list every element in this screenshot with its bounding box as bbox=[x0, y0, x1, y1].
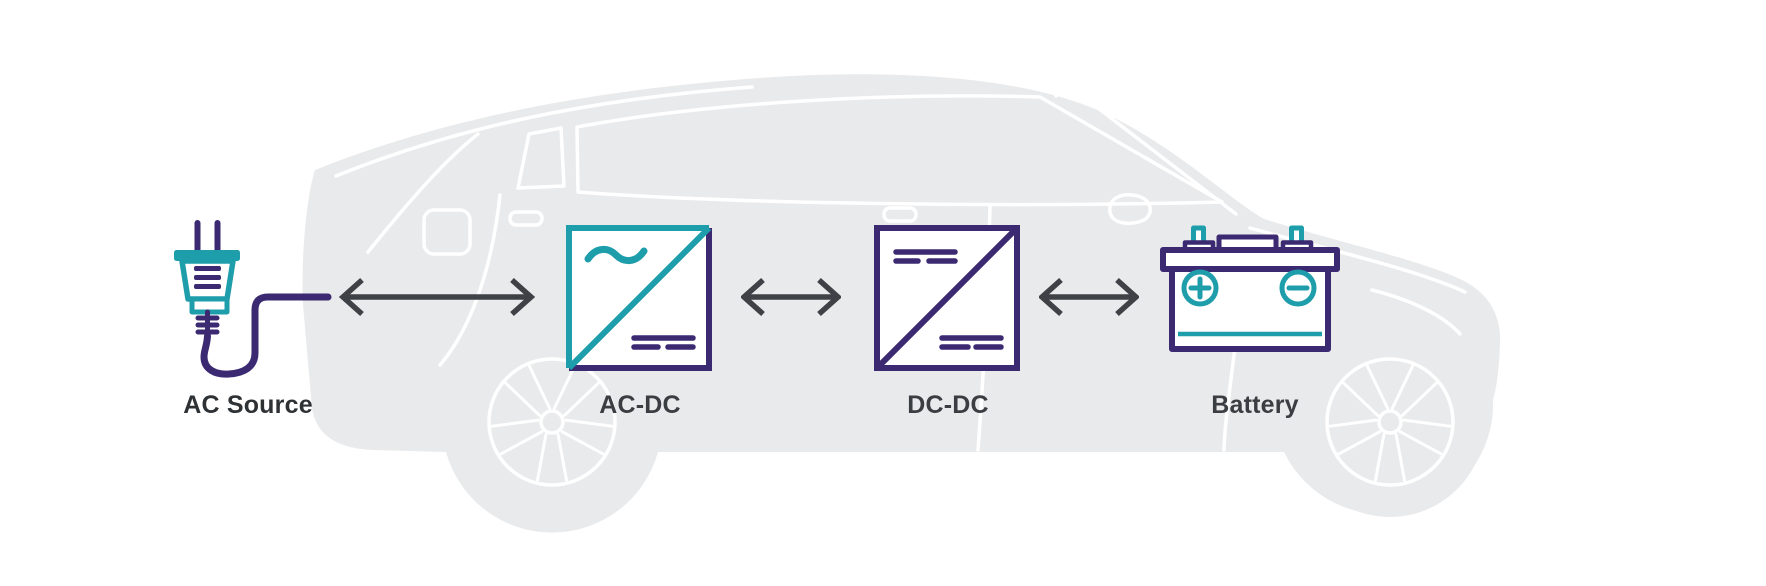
label-ac-source: AC Source bbox=[183, 391, 313, 419]
dc-symbol bbox=[631, 335, 696, 350]
ac-plug-icon bbox=[174, 220, 332, 378]
battery-minus-terminal-symbol bbox=[1279, 269, 1317, 307]
car-side-mirror bbox=[1108, 193, 1152, 226]
bidirectional-arrow-ac-dc-to-dc-dc bbox=[741, 277, 841, 317]
bidirectional-arrow-dc-dc-to-battery bbox=[1039, 277, 1139, 317]
ac-sine-wave-symbol bbox=[584, 246, 648, 264]
battery-plus-terminal-symbol bbox=[1181, 269, 1219, 307]
plug-collar bbox=[189, 296, 230, 315]
plug-cord bbox=[200, 293, 332, 378]
car-hood-crease bbox=[1248, 226, 1467, 294]
car-headlight-line bbox=[1370, 288, 1462, 336]
car-door-handle-rear bbox=[508, 210, 544, 227]
car-charge-port-door bbox=[422, 208, 472, 256]
battery-icon bbox=[1160, 225, 1340, 352]
car-a-pillar-line bbox=[1096, 106, 1238, 216]
dc-dc-box-diagonal bbox=[874, 225, 1020, 371]
label-ac-dc: AC-DC bbox=[599, 391, 681, 419]
car-roof-tick bbox=[1046, 76, 1058, 98]
car-front-wheel bbox=[1293, 325, 1487, 519]
bidirectional-arrow-ac-source-to-ac-dc bbox=[339, 277, 535, 317]
car-door-handle-front bbox=[882, 206, 918, 223]
ac-dc-box-ac-edges-and-diagonal bbox=[566, 225, 712, 371]
car-rear-glass-line bbox=[334, 85, 754, 178]
label-dc-dc: DC-DC bbox=[907, 391, 989, 419]
car-rear-quarter-window bbox=[516, 126, 566, 190]
car-hatch-seam-line bbox=[366, 132, 480, 254]
dc-dc-converter-icon bbox=[874, 225, 1020, 371]
ac-dc-converter-icon bbox=[566, 225, 712, 371]
dc-symbol-top bbox=[893, 249, 958, 264]
battery-body bbox=[1169, 266, 1331, 352]
plug-strain-relief bbox=[195, 309, 220, 339]
ac-dc-box-dc-edges bbox=[569, 228, 712, 371]
plug-vent-bars bbox=[194, 266, 221, 289]
dc-symbol-bottom bbox=[939, 335, 1004, 350]
label-battery: Battery bbox=[1211, 391, 1299, 419]
